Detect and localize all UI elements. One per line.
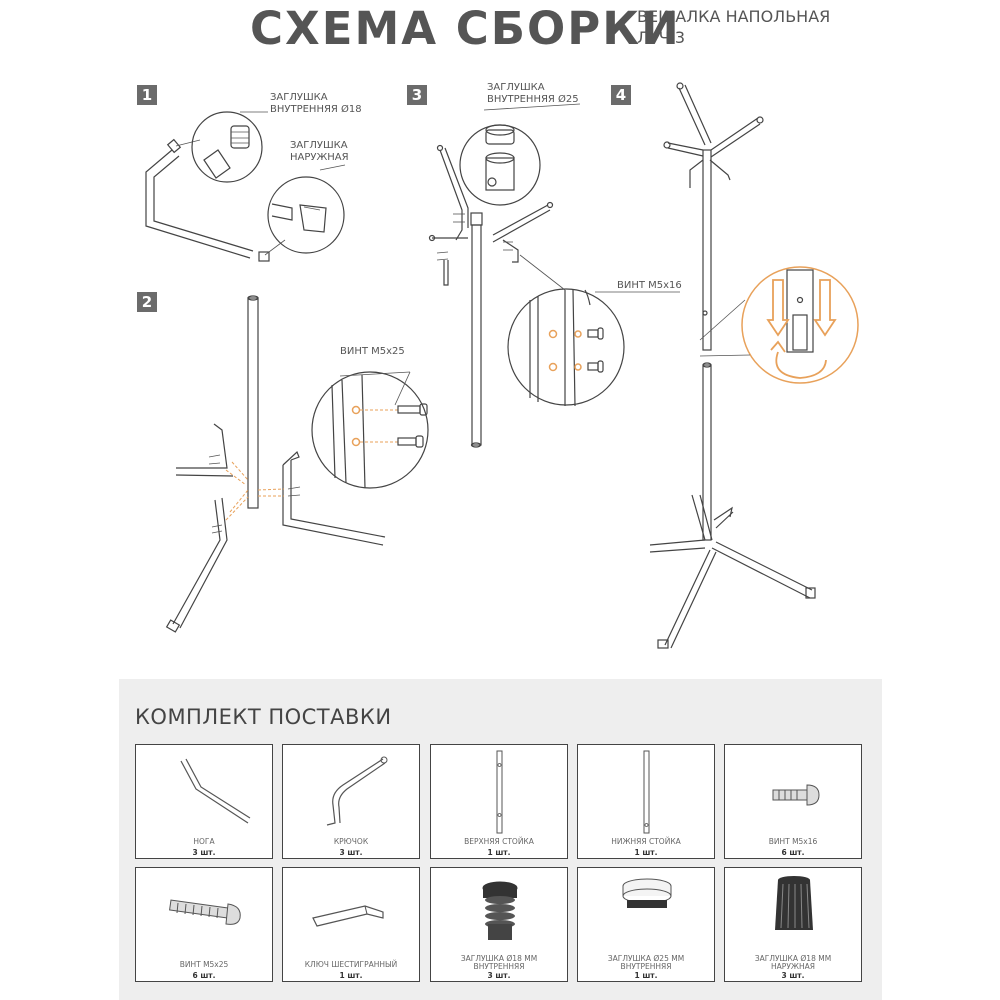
callout-step3-screw: ВИНТ М5х16: [617, 280, 682, 292]
kit-section: КОМПЛЕКТ ПОСТАВКИ НОГА 3 шт. КРЮЧОК 3 шт…: [119, 679, 882, 1000]
callout-step1-outer-plug: ЗАГЛУШКА НАРУЖНАЯ: [290, 140, 349, 164]
kit-item-qty: 1 шт.: [634, 971, 658, 980]
kit-item-qty: 6 шт.: [781, 848, 805, 857]
step3-screw-detail: [507, 254, 680, 407]
subtitle-line-1: ВЕШАЛКА НАПОЛЬНАЯ: [637, 7, 831, 26]
leg-illustration: [180, 758, 251, 824]
step-number-4: 4: [611, 85, 631, 105]
assembly-diagram: .tube{fill:none;stroke:#444;stroke-width…: [145, 82, 859, 649]
step2-screw-detail: [311, 371, 429, 489]
kit-item-name-line: ВНУТРЕННЯЯ: [620, 962, 672, 971]
callout-step3-inner-plug: ЗАГЛУШКА ВНУТРЕННЯЯ Ø25: [487, 82, 579, 106]
kit-item-name: ЗАГЛУШКА Ø18 ММ ВНУТРЕННЯЯ: [431, 955, 567, 971]
callout-line: ЗАГЛУШКА: [487, 82, 545, 93]
step4-rack-drawing: [649, 82, 816, 649]
kit-item-qty: 1 шт.: [634, 848, 658, 857]
hex-key-illustration: [312, 905, 384, 927]
product-subtitle: ВЕШАЛКА НАПОЛЬНАЯ ЛУЧ 3: [637, 6, 830, 48]
kit-item-screw-m5x16: ВИНТ М5х16 6 шт.: [724, 744, 862, 859]
callout-step2-screw: ВИНТ М5х25: [340, 346, 405, 358]
callout-line: ВИНТ М5х25: [340, 346, 405, 357]
subtitle-line-2: ЛУЧ 3: [637, 28, 686, 47]
kit-item-qty: 6 шт.: [192, 971, 216, 980]
kit-item-name: НОГА: [193, 837, 215, 846]
kit-item-qty: 3 шт.: [339, 848, 363, 857]
step3-inner-plug-detail: [459, 103, 581, 206]
callout-line: НАРУЖНАЯ: [290, 152, 349, 163]
kit-item-upper-stand: ВЕРХНЯЯ СТОЙКА 1 шт.: [430, 744, 568, 859]
callout-step1-inner-plug: ЗАГЛУШКА ВНУТРЕННЯЯ Ø18: [270, 92, 362, 116]
lower-stand-illustration: [643, 750, 650, 834]
upper-stand-illustration: [496, 750, 503, 834]
kit-item-name-line: НАРУЖНАЯ: [771, 962, 815, 971]
kit-item-name-line: ЗАГЛУШКА Ø18 ММ: [754, 954, 832, 963]
callout-line: ЗАГЛУШКА: [290, 140, 348, 151]
kit-item-hex-key: КЛЮЧ ШЕСТИГРАННЫЙ 1 шт.: [282, 867, 420, 982]
callout-line: ВИНТ М5х16: [617, 280, 682, 291]
kit-item-name: ВИНТ М5х25: [179, 960, 229, 969]
kit-item-name: ЗАГЛУШКА Ø25 ММ ВНУТРЕННЯЯ: [578, 955, 714, 971]
step4-joint-detail: [699, 266, 859, 384]
kit-item-name: ВИНТ М5х16: [768, 837, 818, 846]
kit-item-qty: 3 шт.: [487, 971, 511, 980]
kit-item-lower-stand: НИЖНЯЯ СТОЙКА 1 шт.: [577, 744, 715, 859]
kit-item-qty: 1 шт.: [487, 848, 511, 857]
kit-item-name: КРЮЧОК: [333, 837, 369, 846]
kit-item-name-line: ВНУТРЕННЯЯ: [473, 962, 525, 971]
kit-item-name-line: ЗАГЛУШКА Ø18 ММ: [460, 954, 538, 963]
callout-line: ЗАГЛУШКА: [270, 92, 328, 103]
kit-title: КОМПЛЕКТ ПОСТАВКИ: [135, 705, 392, 729]
step1-inner-plug-detail: [191, 111, 268, 183]
kit-item-outer-plug-18: ЗАГЛУШКА Ø18 ММ НАРУЖНАЯ 3 шт.: [724, 867, 862, 982]
kit-item-hook: КРЮЧОК 3 шт.: [282, 744, 420, 859]
kit-item-name: ЗАГЛУШКА Ø18 ММ НАРУЖНАЯ: [725, 955, 861, 971]
kit-item-qty: 3 шт.: [781, 971, 805, 980]
step-number-1: 1: [137, 85, 157, 105]
callout-line: ВНУТРЕННЯЯ Ø25: [487, 94, 579, 105]
inner-plug-25-illustration: [622, 878, 672, 908]
inner-plug-18-illustration: [482, 881, 518, 940]
short-screw-illustration: [772, 784, 820, 806]
step-number-3: 3: [407, 85, 427, 105]
kit-item-name: НИЖНЯЯ СТОЙКА: [611, 837, 681, 846]
step1-leg-drawing: [145, 138, 286, 262]
step1-outer-plug-detail: [267, 164, 346, 254]
kit-item-qty: 3 шт.: [192, 848, 216, 857]
kit-item-name: ВЕРХНЯЯ СТОЙКА: [464, 837, 534, 846]
step3-stand-drawing: [428, 144, 554, 448]
long-screw-illustration: [169, 899, 241, 925]
kit-item-screw-m5x25: ВИНТ М5х25 6 шт.: [135, 867, 273, 982]
kit-item-inner-plug-18: ЗАГЛУШКА Ø18 ММ ВНУТРЕННЯЯ 3 шт.: [430, 867, 568, 982]
page-title: СХЕМА СБОРКИ: [250, 2, 681, 55]
kit-item-name-line: ЗАГЛУШКА Ø25 ММ: [607, 954, 685, 963]
hook-illustration: [326, 756, 388, 826]
outer-plug-18-illustration: [775, 876, 813, 930]
step-number-2: 2: [137, 292, 157, 312]
kit-item-name: КЛЮЧ ШЕСТИГРАННЫЙ: [304, 960, 398, 969]
step2-stand-drawing: [165, 295, 386, 633]
kit-item-leg: НОГА 3 шт.: [135, 744, 273, 859]
kit-item-qty: 1 шт.: [339, 971, 363, 980]
callout-line: ВНУТРЕННЯЯ Ø18: [270, 104, 362, 115]
kit-item-inner-plug-25: ЗАГЛУШКА Ø25 ММ ВНУТРЕННЯЯ 1 шт.: [577, 867, 715, 982]
